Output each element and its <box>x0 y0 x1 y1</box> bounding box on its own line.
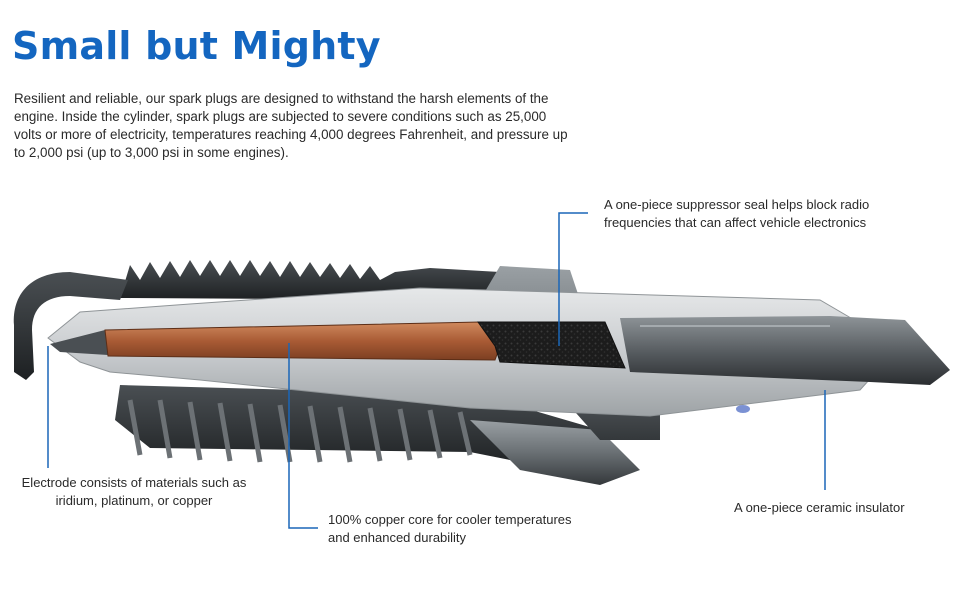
callout-ceramic-insulator: A one-piece ceramic insulator <box>734 500 905 515</box>
leader-lines <box>47 212 826 529</box>
intro-paragraph: Resilient and reliable, our spark plugs … <box>14 91 568 160</box>
page-title: Small but Mighty <box>12 24 381 68</box>
callout-suppressor-seal: A one-piece suppressor seal helps block … <box>604 197 870 230</box>
center-electrode-tip <box>50 330 108 355</box>
ground-electrode-hook <box>13 272 129 380</box>
terminal-post <box>620 316 950 385</box>
suppressor-seal <box>477 321 626 369</box>
callout-copper-core: 100% copper core for cooler temperatures… <box>328 512 572 545</box>
callout-electrode: Electrode consists of materials such as … <box>21 475 247 508</box>
